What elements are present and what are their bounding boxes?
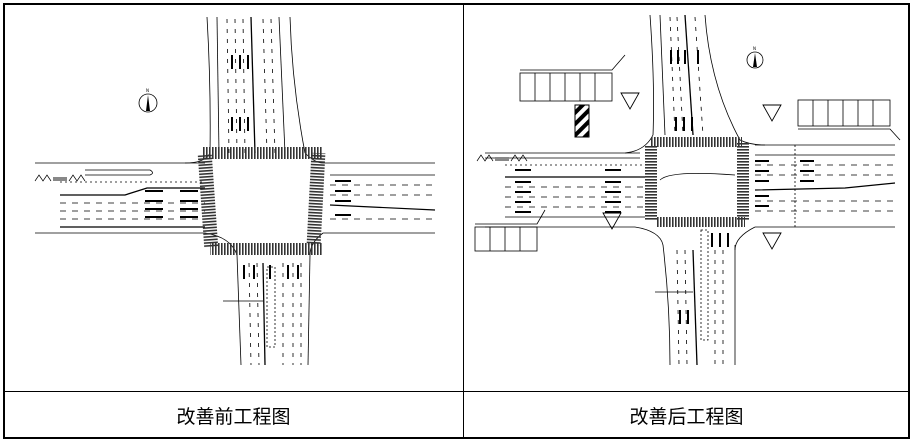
- svg-text:N: N: [753, 46, 756, 51]
- yield-sign-icon: [602, 92, 782, 250]
- lane-guide-sign-panel: [474, 54, 901, 252]
- drawing-after: N: [465, 5, 908, 390]
- caption-divider: [3, 391, 910, 392]
- north-arrow-icon: N: [138, 88, 158, 113]
- hazard-marker-icon: [574, 104, 590, 138]
- svg-text:N: N: [146, 88, 149, 93]
- drawing-before: N: [5, 5, 462, 390]
- figure-table: [3, 3, 910, 439]
- caption-before: 改善前工程图: [176, 406, 291, 428]
- intersection-plan-before-svg: N: [34, 16, 436, 366]
- guide-sign-icon: [34, 174, 86, 182]
- column-divider: [463, 3, 464, 439]
- intersection-plan-after-svg: N: [474, 14, 901, 366]
- caption-after: 改善后工程图: [629, 406, 744, 428]
- north-arrow-icon: N: [746, 46, 764, 69]
